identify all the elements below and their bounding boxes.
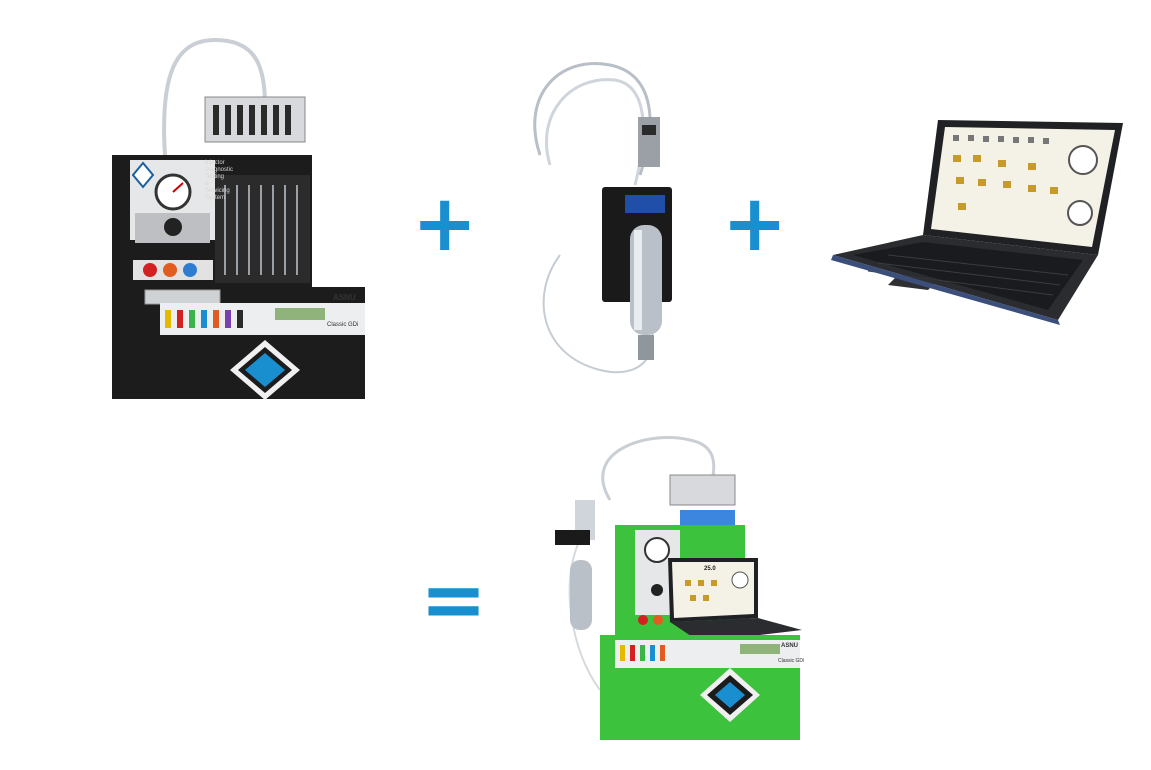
injector-test-bench-icon bbox=[112, 37, 365, 400]
combined-product: 25.0 ASNU Classic GDi bbox=[540, 430, 810, 750]
combined-model: Classic GDi bbox=[778, 658, 805, 664]
gdi-adapter-module-icon bbox=[533, 62, 672, 374]
combined-brand: ASNU bbox=[781, 643, 799, 649]
laptop-icon bbox=[831, 120, 1123, 325]
panel-title-line: System bbox=[205, 195, 226, 201]
panel-title-line: Servicing bbox=[205, 188, 230, 194]
panel-title-line: Testing bbox=[205, 174, 225, 180]
machine-brand: ASNU bbox=[333, 293, 356, 302]
module-product bbox=[520, 55, 700, 385]
plus-sign-2: + bbox=[722, 179, 788, 269]
laptop-product bbox=[828, 115, 1128, 325]
machine-panel-title: Injector Diagnostic Testing & Servicing … bbox=[205, 160, 265, 202]
panel-title-line: Injector bbox=[205, 160, 225, 166]
green-test-bench-with-laptop-icon bbox=[555, 436, 802, 740]
equals-sign: = bbox=[420, 553, 488, 646]
machine-product: Injector Diagnostic Testing & Servicing … bbox=[105, 35, 370, 405]
panel-title-line: & bbox=[205, 181, 210, 187]
combined-display-value: 25.0 bbox=[704, 566, 716, 572]
panel-title-line: Diagnostic bbox=[205, 167, 234, 173]
machine-model: Classic GDi bbox=[327, 322, 359, 328]
plus-sign-1: + bbox=[412, 179, 478, 269]
